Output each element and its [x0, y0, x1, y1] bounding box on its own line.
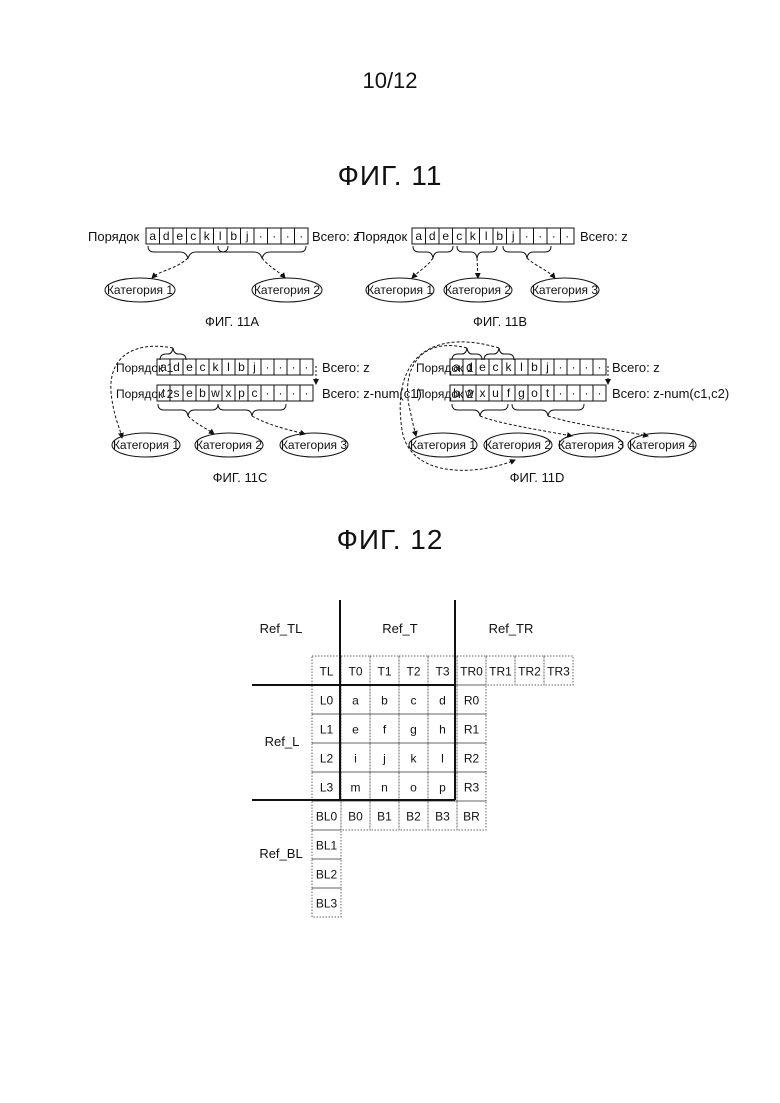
grid-cell: a [352, 694, 359, 708]
grid-cell: TR2 [518, 665, 541, 679]
grid-cell: j [382, 752, 386, 766]
grid-cell: B1 [377, 810, 392, 824]
grid-cell: L1 [320, 723, 334, 737]
grid-cell: R1 [464, 723, 480, 737]
ref-l-label: Ref_L [265, 734, 300, 749]
grid-cell: TR0 [460, 665, 483, 679]
ref-t-label: Ref_T [382, 621, 417, 636]
grid-cell: T2 [406, 665, 420, 679]
ref-tl-label: Ref_TL [260, 621, 303, 636]
ref-bl-label: Ref_BL [259, 846, 302, 861]
grid-cell: d [439, 694, 446, 708]
grid-cell: R2 [464, 752, 480, 766]
grid-cell: BL3 [316, 897, 338, 911]
grid-cell: m [351, 781, 361, 795]
grid-cell: R0 [464, 694, 480, 708]
grid-cell: l [441, 752, 444, 766]
grid-cell: BL1 [316, 839, 338, 853]
grid-cell: i [354, 752, 357, 766]
fig12-grid: TL T0 T1 T2 T3 TR0 TR1 TR2 TR3L0L1L2L3 a b c d e f g h i j… [312, 656, 573, 917]
grid-cell: L2 [320, 752, 334, 766]
grid-cell: BL2 [316, 868, 338, 882]
grid-cell: n [381, 781, 388, 795]
grid-cell: c [411, 694, 417, 708]
grid-cell: T1 [377, 665, 391, 679]
grid-cell: B2 [406, 810, 421, 824]
grid-cell: B3 [435, 810, 450, 824]
grid-cell: b [381, 694, 388, 708]
grid-cell: T0 [348, 665, 362, 679]
grid-cell: L3 [320, 781, 334, 795]
grid-cell: L0 [320, 694, 334, 708]
grid-cell: k [411, 752, 418, 766]
grid-cell: g [410, 723, 417, 737]
grid-cell: o [410, 781, 417, 795]
grid-cell: TR1 [489, 665, 512, 679]
grid-cell: p [439, 781, 446, 795]
grid-cell: BL0 [316, 810, 338, 824]
grid-cell: T3 [435, 665, 449, 679]
ref-tr-label: Ref_TR [489, 621, 534, 636]
grid-cell: f [383, 723, 387, 737]
grid-cell: TR3 [547, 665, 570, 679]
grid-cell: R3 [464, 781, 480, 795]
grid-cell: e [352, 723, 359, 737]
grid-cell: TL [319, 665, 333, 679]
grid-cell: BR [463, 810, 480, 824]
grid-cell: h [439, 723, 446, 737]
grid-cell: B0 [348, 810, 363, 824]
